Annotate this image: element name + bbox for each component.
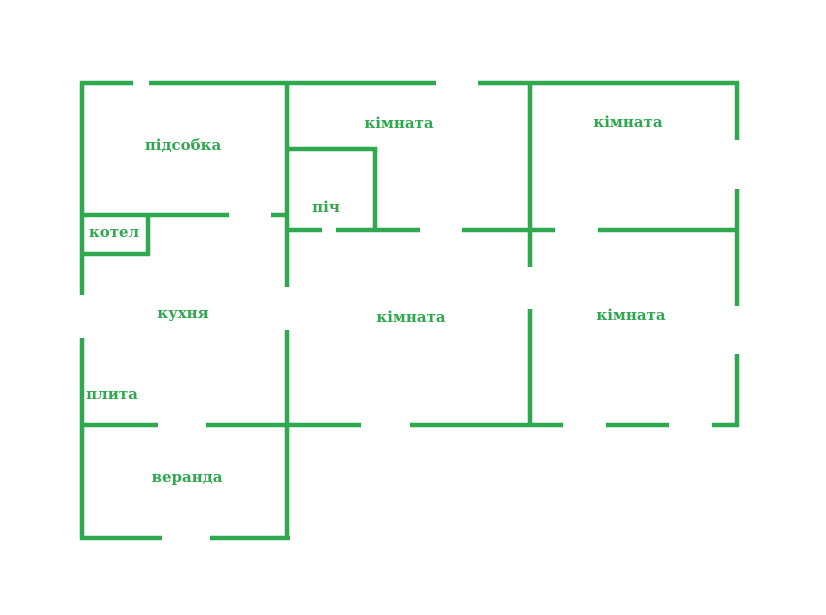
label-storeroom: підсобка — [145, 136, 222, 154]
label-room-right: кімната — [596, 306, 666, 324]
room-labels: підсобка котел кухня плита веранда піч к… — [86, 113, 666, 486]
label-room-middle: кімната — [376, 308, 446, 326]
label-boiler: котел — [89, 223, 140, 241]
label-veranda: веранда — [152, 468, 223, 486]
label-furnace: піч — [312, 198, 340, 216]
label-stove: плита — [86, 385, 138, 403]
label-room-top-middle: кімната — [364, 114, 434, 132]
walls — [79, 80, 740, 541]
label-kitchen: кухня — [157, 304, 208, 322]
label-room-top-right: кімната — [593, 113, 663, 131]
